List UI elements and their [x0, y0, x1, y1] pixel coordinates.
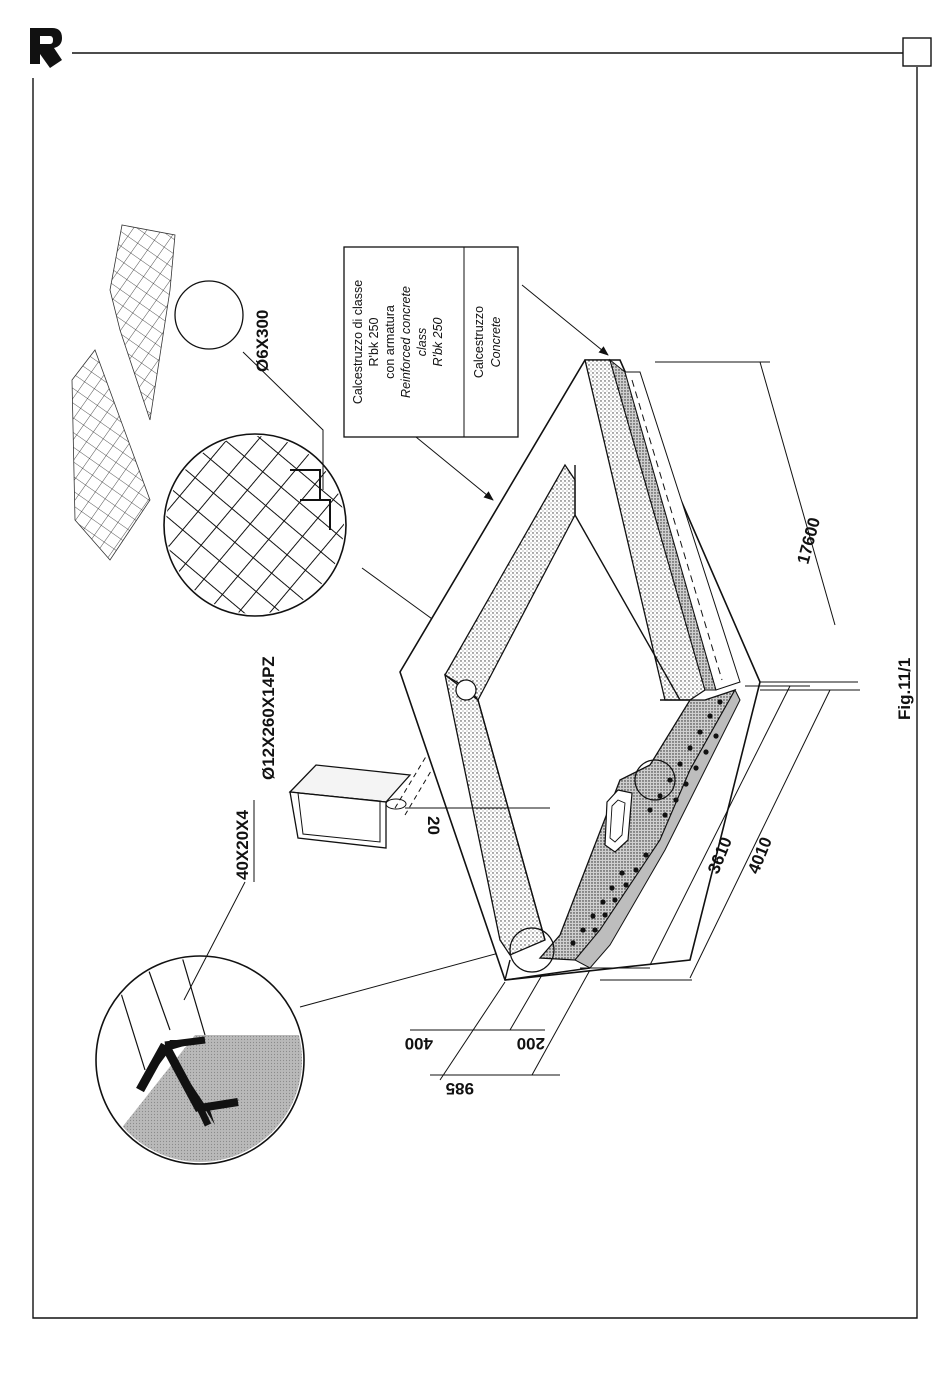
dim-20: 20	[424, 816, 443, 835]
mesh-wire-label: Ø6X300	[253, 310, 272, 372]
mesh-detail-circle-small	[175, 281, 243, 349]
angle-detail	[96, 882, 510, 1170]
reinforced-line6: R'bk 250	[431, 317, 445, 366]
concrete-line2: Concrete	[489, 317, 503, 368]
dim-200: 200	[517, 1034, 545, 1053]
corner-box	[903, 38, 931, 66]
reinforced-line2: R'bk 250	[367, 317, 381, 366]
brand-logo	[30, 28, 62, 68]
concrete-line1: Calcestruzzo	[472, 306, 486, 378]
reinforced-line1: Calcestruzzo di classe	[351, 280, 365, 404]
angle-label: 40X20X4	[233, 810, 252, 880]
dim-985: 985	[446, 1079, 474, 1098]
figure-caption: Fig.11/1	[895, 658, 914, 720]
reinforced-line5: class	[415, 328, 429, 356]
dim-400: 400	[405, 1034, 433, 1053]
foundation	[400, 360, 760, 980]
reinforced-line4: Reinforced concrete	[399, 286, 413, 398]
rebar-label: Ø12X260X14PZ	[259, 656, 278, 780]
dim-4010: 4010	[744, 834, 776, 876]
reinforced-line3: con armatura	[383, 305, 397, 379]
dim-17600: 17600	[794, 515, 825, 566]
